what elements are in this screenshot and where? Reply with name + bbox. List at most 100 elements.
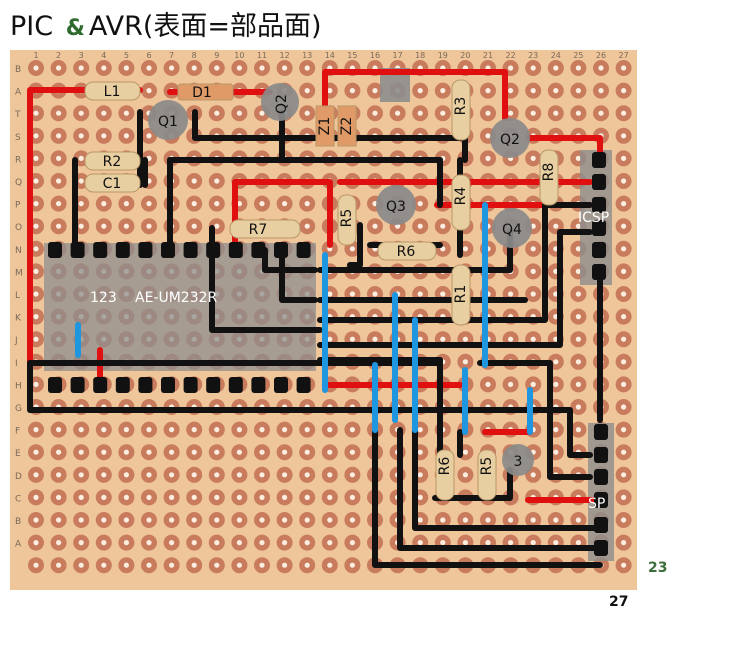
pad bbox=[50, 466, 67, 483]
label-r5b: R5 bbox=[479, 457, 495, 476]
header-pin bbox=[228, 377, 243, 393]
label-isp: SP bbox=[588, 496, 605, 512]
pad bbox=[570, 512, 587, 528]
pad bbox=[276, 444, 293, 461]
pad bbox=[434, 512, 451, 528]
pad bbox=[231, 421, 248, 438]
pad bbox=[570, 421, 587, 438]
pad bbox=[141, 195, 157, 212]
label-r6b: R6 bbox=[437, 457, 453, 476]
header-pin bbox=[274, 242, 288, 258]
pad bbox=[570, 286, 587, 302]
isp-pin bbox=[594, 540, 608, 556]
pad bbox=[186, 60, 203, 76]
pad bbox=[525, 286, 542, 302]
pad bbox=[118, 557, 135, 574]
pad bbox=[502, 376, 519, 393]
pad bbox=[276, 195, 293, 212]
pad bbox=[163, 557, 180, 574]
pad bbox=[321, 489, 338, 506]
part-r8 bbox=[539, 149, 559, 206]
column-label: 1 bbox=[33, 51, 38, 60]
transistor-q3 bbox=[376, 185, 416, 225]
pad bbox=[141, 466, 157, 483]
pad bbox=[412, 105, 429, 122]
pad bbox=[615, 353, 632, 370]
pad bbox=[231, 444, 248, 461]
header-pin bbox=[251, 242, 266, 258]
isp-pin bbox=[594, 517, 608, 533]
header-pin bbox=[296, 242, 311, 258]
pad bbox=[73, 534, 90, 551]
pad bbox=[73, 60, 90, 76]
pad bbox=[163, 466, 180, 483]
isp-pin bbox=[594, 492, 608, 508]
pad bbox=[321, 421, 338, 438]
column-label: 9 bbox=[214, 51, 219, 60]
label-r3: R3 bbox=[453, 97, 469, 116]
column-label: 23 bbox=[528, 51, 538, 60]
pad bbox=[28, 534, 44, 551]
ae-um232r-top-pins bbox=[48, 242, 311, 258]
part-r1 bbox=[451, 264, 471, 326]
column-label: 7 bbox=[169, 51, 174, 60]
pad bbox=[344, 82, 361, 99]
pad bbox=[299, 60, 316, 76]
pad bbox=[73, 444, 90, 461]
pad bbox=[50, 512, 67, 528]
pad bbox=[615, 399, 632, 415]
column-label: 19 bbox=[438, 51, 448, 60]
part-z1 bbox=[315, 105, 335, 147]
pad bbox=[299, 195, 316, 212]
pad bbox=[344, 534, 361, 551]
pad bbox=[118, 218, 135, 235]
column-label: 4 bbox=[101, 51, 106, 60]
pad bbox=[254, 534, 270, 551]
pad bbox=[480, 105, 496, 122]
pad bbox=[321, 534, 338, 551]
label-ae-um232r: AE-UM232R bbox=[135, 290, 218, 306]
part-r3 bbox=[451, 79, 471, 141]
pad bbox=[73, 512, 90, 528]
pad bbox=[502, 512, 519, 528]
row-label: I bbox=[15, 359, 18, 369]
pad bbox=[615, 331, 632, 348]
pad bbox=[367, 105, 383, 122]
pad bbox=[615, 489, 632, 506]
pad bbox=[254, 466, 270, 483]
part-c1 bbox=[84, 173, 141, 193]
header-pin bbox=[161, 377, 175, 393]
pad bbox=[50, 127, 67, 144]
corner-label-right: 23 bbox=[648, 560, 668, 576]
pad bbox=[547, 60, 564, 76]
passive-parts bbox=[84, 79, 559, 501]
icsp-pin bbox=[592, 220, 606, 236]
row-label: A bbox=[15, 88, 22, 98]
column-label: 5 bbox=[124, 51, 129, 60]
pad bbox=[367, 82, 383, 99]
pad bbox=[231, 557, 248, 574]
pad bbox=[593, 105, 609, 122]
part-r5 bbox=[337, 194, 357, 246]
pad bbox=[28, 489, 44, 506]
pad bbox=[615, 376, 632, 393]
pad bbox=[344, 489, 361, 506]
part-r6b bbox=[435, 449, 455, 501]
column-label: 12 bbox=[280, 51, 290, 60]
label-l1: L1 bbox=[104, 84, 121, 100]
pad bbox=[254, 444, 270, 461]
row-label: M bbox=[15, 268, 23, 278]
pad bbox=[186, 195, 203, 212]
row-label: P bbox=[15, 201, 21, 211]
column-label: 24 bbox=[551, 51, 561, 60]
pad bbox=[208, 534, 225, 551]
pad bbox=[570, 105, 587, 122]
pad bbox=[299, 512, 316, 528]
pad bbox=[95, 60, 112, 76]
pad bbox=[570, 331, 587, 348]
pad bbox=[525, 150, 542, 167]
pad bbox=[186, 534, 203, 551]
pad bbox=[28, 512, 44, 528]
